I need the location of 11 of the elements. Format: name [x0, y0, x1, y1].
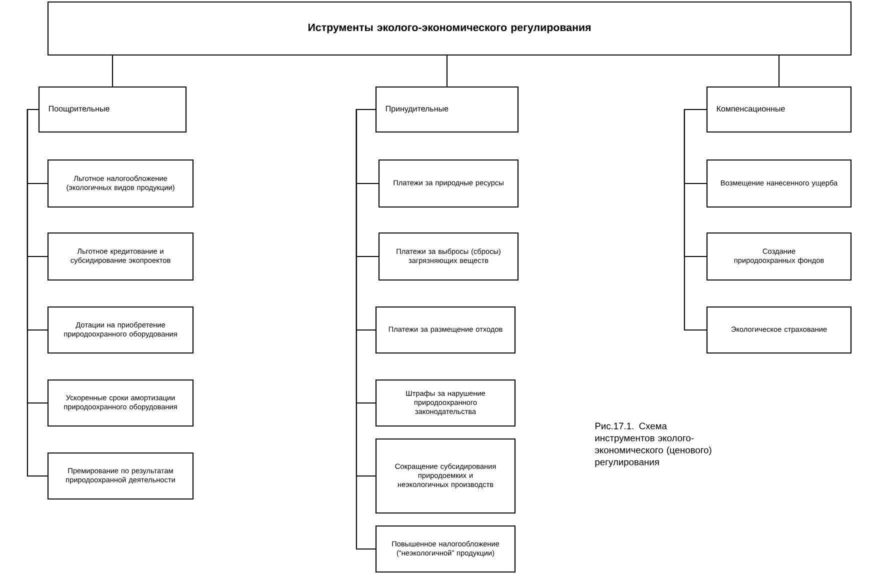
connector-line	[112, 56, 114, 86]
figure-caption: Рис.17.1. Схема инструментов эколого-экономического (ценового) регулирования	[594, 422, 712, 468]
category-box: Принудительные	[375, 86, 519, 133]
category-box: Поощрительные	[38, 86, 187, 133]
connector-line	[684, 108, 706, 331]
connector-line	[778, 56, 780, 86]
connector-line	[446, 56, 448, 86]
category-box: Компенсационные	[706, 86, 852, 133]
title-box: Иструменты эколого-экономического регулирования	[47, 1, 852, 56]
connector-line	[26, 108, 48, 477]
connector-line	[356, 108, 376, 550]
